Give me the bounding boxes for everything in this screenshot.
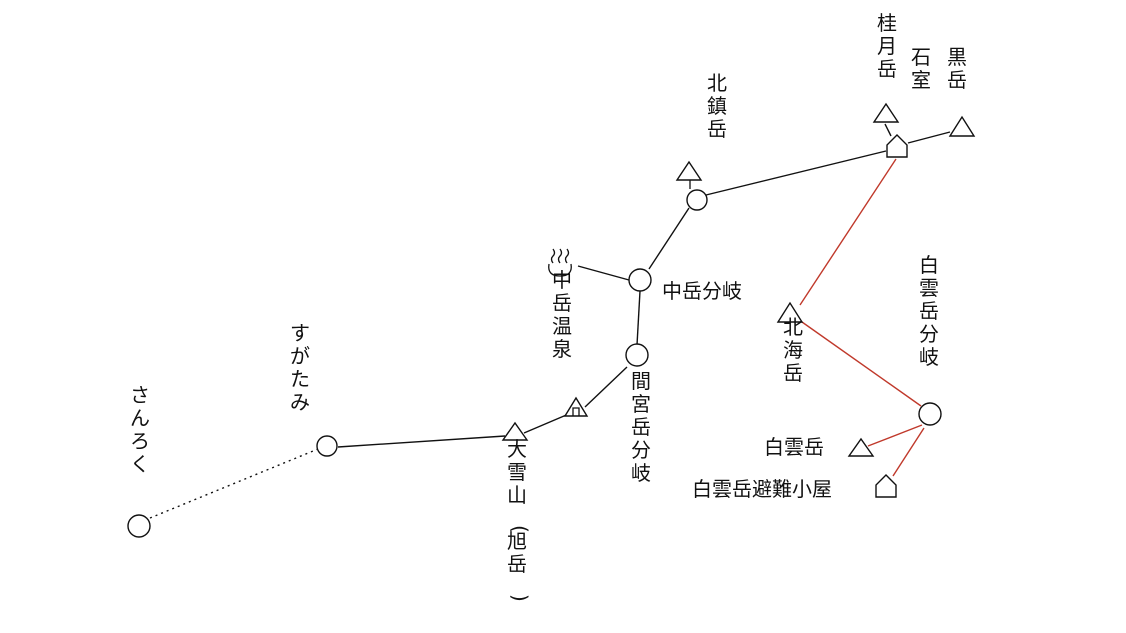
junction-sanroku-icon <box>127 514 151 538</box>
trail-hokkaidake-to-hakuun-bunki <box>801 321 922 407</box>
labels: さんろく すがたみ 大雪山(旭岳) 間宮岳分岐 中岳温泉 北鎮岳 桂月岳 石室 … <box>130 11 967 602</box>
junctions <box>127 189 942 538</box>
label-sanroku: さんろく <box>130 383 150 476</box>
trail-asahidake-to-mamiya <box>523 412 572 434</box>
hut-mamiya-icon <box>563 396 589 417</box>
junction-mamiya-icon <box>625 343 649 367</box>
trail-sekishitsu-to-keigetsudake <box>884 123 892 137</box>
label-nakadake-bunki: 中岳分岐 <box>662 279 742 303</box>
peak-keigetsudake-icon <box>872 102 900 123</box>
trail-nakadake-bunki-to-hokuchin-junction <box>648 207 690 270</box>
trail-junction-to-nakadake-bunki <box>636 290 641 346</box>
trail-sekishitsu-to-kurodake <box>907 131 951 144</box>
junction-nakadake-bunki-icon <box>628 268 652 292</box>
trail-sekishitsu-to-hokkaidake <box>799 158 897 306</box>
hut-hinangoya-icon <box>875 474 897 498</box>
label-mamiya-bunki: 間宮岳分岐 <box>631 369 651 485</box>
hot-spring-icon <box>548 248 572 277</box>
label-hakuundake-hinangoya: 白雲岳避難小屋 <box>692 477 832 501</box>
junction-hakuun-bunki-icon <box>918 402 942 426</box>
hut-sekishitsu-icon <box>886 134 908 158</box>
trail-hokuchin-junction-to-sekishitsu <box>705 150 887 196</box>
trail-hakuun-bunki-to-hinangoya <box>892 427 925 477</box>
trail-hakuun-bunki-to-hakuundake <box>867 424 923 447</box>
peak-hokkaidake-icon <box>776 301 804 323</box>
label-hakuundake: 白雲岳 <box>764 435 824 459</box>
trail-sugatami-to-asahidake <box>337 435 506 448</box>
huts <box>563 134 908 498</box>
peak-hakuundake-icon <box>847 437 875 457</box>
label-hokkaidake: 北海岳 <box>783 315 803 385</box>
label-kurodake: 黒岳 <box>947 45 967 92</box>
label-keigetsudake: 桂月岳 <box>877 11 897 81</box>
peaks <box>501 102 976 457</box>
label-daisetsuzan: 大雪山(旭岳) <box>507 437 532 602</box>
peak-kurodake-icon <box>948 115 976 137</box>
label-hokuchindake: 北鎮岳 <box>707 71 727 141</box>
routes <box>149 123 951 519</box>
label-sugatami: すがたみ <box>290 321 310 414</box>
junction-sugatami-icon <box>316 435 338 457</box>
trail-mamiya-to-junction <box>584 366 628 408</box>
peak-asahidake-icon <box>501 421 529 441</box>
peak-hokuchindake-icon <box>675 160 703 181</box>
label-hakuundake-bunki: 白雲岳分岐 <box>919 253 939 369</box>
label-nakadake-onsen: 中岳温泉 <box>552 268 572 361</box>
trail-nakadake-onsen-to-bunki <box>577 265 630 281</box>
label-sekishitsu: 石室 <box>911 45 931 92</box>
ropeway-dotted-line <box>149 448 319 519</box>
junction-hokuchin-icon <box>686 189 708 211</box>
